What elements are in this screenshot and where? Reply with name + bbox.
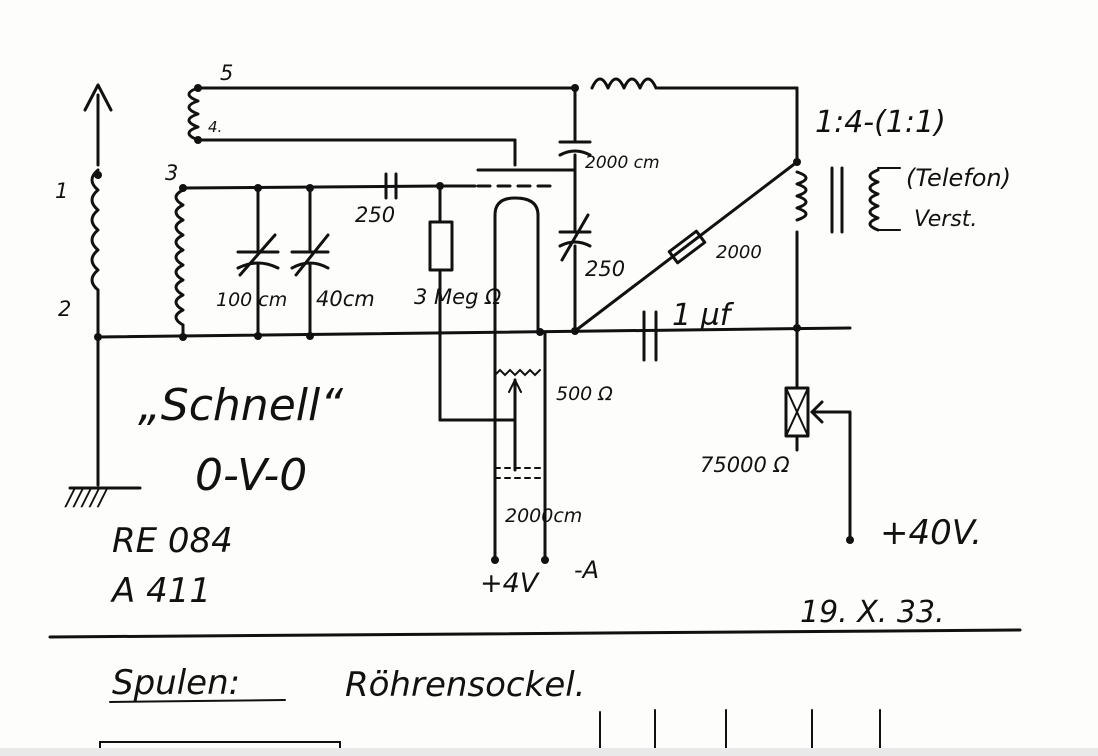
label-tap-2: 2 <box>58 297 71 321</box>
output-transformer <box>795 166 901 330</box>
rf-choke <box>590 77 799 164</box>
footer-socket-heading: Röhrensockel. <box>345 665 586 705</box>
divider-line <box>48 628 1022 639</box>
tube-type-1: RE 084 <box>112 521 233 561</box>
label-cap-40cm: 40cm <box>316 287 375 311</box>
tube-type-2: A 411 <box>110 571 211 611</box>
label-reaction-capacitor: 250 <box>585 257 625 281</box>
label-minus-a: -A <box>574 556 599 584</box>
circuit-title: „Schnell“ <box>138 380 343 431</box>
label-cap-100cm: 100 cm <box>216 289 287 311</box>
label-heater-cap: 2000cm <box>505 505 582 527</box>
label-res-75000: 75000 Ω <box>700 453 790 477</box>
label-ratio: 1:4-(1:1) <box>815 105 946 140</box>
scroll-edge <box>0 748 1098 756</box>
label-grid-capacitor: 250 <box>355 203 395 227</box>
drawing-date: 19. X. 33. <box>800 595 945 630</box>
ground-symbol <box>68 335 142 490</box>
label-verst: Verst. <box>914 207 977 232</box>
antenna-symbol <box>83 83 113 339</box>
label-telefon: (Telefon) <box>906 164 1011 192</box>
variable-resistor-75000 <box>784 326 854 544</box>
bypass-capacitor-1uf <box>642 310 658 362</box>
variable-capacitor-40cm <box>290 184 330 338</box>
variable-capacitor-100cm <box>236 184 280 338</box>
label-tap-4: 4. <box>208 118 222 136</box>
label-plate-capacitor: 2000 cm <box>585 153 660 173</box>
vacuum-tube <box>476 168 557 332</box>
label-plus-40v: +40V. <box>880 513 982 553</box>
plate-capacitor <box>558 140 592 232</box>
coupling-coil <box>187 84 577 167</box>
reaction-capacitor <box>558 213 592 333</box>
label-pot-500: 500 Ω <box>556 383 613 405</box>
label-plus-4v: +4V <box>480 568 541 599</box>
footer-underline <box>109 699 286 703</box>
diagonal-choke <box>573 160 799 333</box>
heater-potentiometer <box>491 328 549 564</box>
circuit-type: 0-V-0 <box>195 450 307 501</box>
grid-leak-resistor <box>428 184 517 422</box>
footer-coils-heading: Spulen: <box>112 663 240 703</box>
label-tap-1: 1 <box>55 179 68 203</box>
grid-capacitor <box>384 172 398 200</box>
label-choke-2000: 2000 <box>716 242 762 263</box>
label-ground: ///// <box>64 483 109 511</box>
ground-bus <box>96 326 852 339</box>
label-tap-3: 3 <box>165 161 178 185</box>
label-cap-1uf: 1 µf <box>672 298 735 333</box>
label-tap-5: 5 <box>220 61 233 85</box>
label-grid-leak: 3 Meg Ω <box>414 285 501 309</box>
